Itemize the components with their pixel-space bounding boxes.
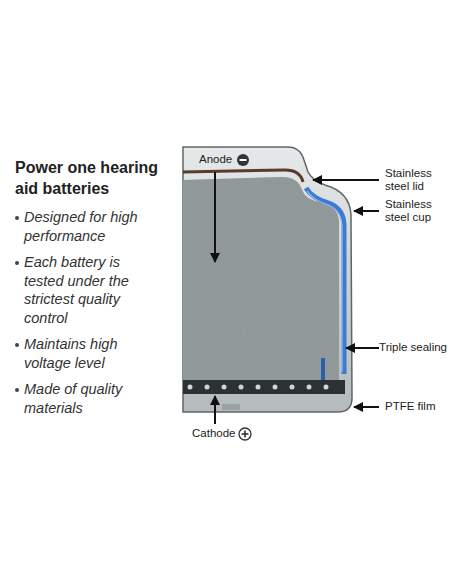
bullet-item: Each battery is tested under the stricte… [15, 253, 162, 327]
leader-arrow [354, 210, 379, 212]
heading: Power one hearing aid batteries [15, 157, 180, 199]
bullet-dot [15, 261, 19, 265]
leader-arrow [313, 179, 379, 181]
cathode-dot [307, 385, 312, 390]
cathode-dots [188, 385, 329, 390]
leader-arrow [354, 406, 379, 408]
text-column: Power one hearing aid batteriesDesigned … [15, 157, 180, 425]
plus-symbol [239, 428, 251, 440]
feature-text: Designed for high performance [24, 209, 138, 244]
feature-text: Maintains high voltage level [24, 336, 118, 371]
minus-circle [237, 154, 249, 166]
base-notch [222, 404, 240, 410]
sealing-highlight [307, 191, 342, 372]
cathode-dot [205, 385, 210, 390]
cathode-dot [256, 385, 261, 390]
plus-circle [239, 428, 251, 440]
cathode-dot [273, 385, 278, 390]
cathode-dot [324, 385, 329, 390]
leader-arrow [214, 396, 216, 424]
cathode-strip [183, 380, 345, 394]
part-label: Stainless steel lid [385, 167, 445, 193]
minus-symbol [237, 154, 249, 166]
cathode-dot [239, 385, 244, 390]
part-label: Stainless steel cup [385, 198, 445, 224]
bullet-dot [15, 343, 19, 347]
bullet-item: Made of quality materials [15, 380, 162, 417]
sealing-hook [323, 358, 343, 382]
anode-texture [183, 177, 339, 380]
part-label: Anode [199, 153, 232, 166]
sealing-band [306, 188, 344, 374]
plus-bar [244, 431, 246, 438]
part-label: PTFE film [385, 400, 435, 413]
anode-material [183, 177, 339, 380]
bullet-item: Designed for high performance [15, 208, 162, 245]
cathode-dot [222, 385, 227, 390]
leader-arrow [346, 347, 379, 349]
leader-arrow [214, 172, 216, 262]
part-label: Triple sealing [379, 341, 447, 354]
bullet-dot [15, 216, 19, 220]
feature-text: Made of quality materials [24, 381, 122, 416]
bullet-item: Maintains high voltage level [15, 335, 162, 372]
feature-text: Each battery is tested under the stricte… [24, 254, 129, 326]
cathode-dot [290, 385, 295, 390]
cathode-dot [188, 385, 193, 390]
part-label: Cathode [192, 427, 235, 440]
steel-shell [183, 147, 352, 412]
minus-bar [240, 159, 247, 161]
bullet-dot [15, 388, 19, 392]
